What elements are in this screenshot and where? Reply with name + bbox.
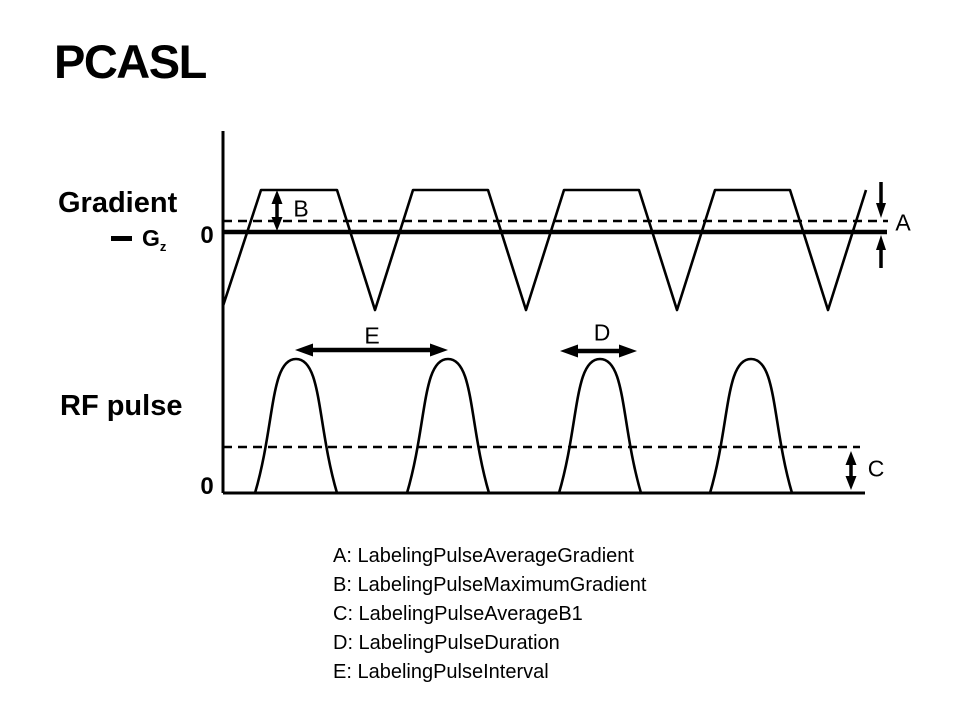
legend-item-d: D: LabelingPulseDuration — [333, 632, 560, 654]
c-arrow — [845, 451, 857, 490]
legend-item-c: C: LabelingPulseAverageB1 — [333, 603, 583, 625]
legend-item-b: B: LabelingPulseMaximumGradient — [333, 574, 647, 596]
page-title: PCASL — [54, 35, 207, 88]
b-arrow — [271, 190, 283, 231]
mark-a-label: A — [895, 209, 911, 236]
gz-label: G — [142, 224, 160, 251]
mark-b-label: B — [293, 195, 309, 222]
e-arrow — [295, 343, 448, 357]
gz-subscript: z — [159, 239, 167, 254]
rf-pulse-1 — [253, 357, 339, 494]
annotation-arrows — [271, 182, 886, 490]
rf-zero-tick-label: 0 — [200, 473, 214, 500]
legend-item-e: E: LabelingPulseInterval — [333, 661, 549, 683]
rf-pulses — [253, 357, 794, 494]
gradient-panel-lines — [221, 188, 888, 312]
mark-d-label: D — [593, 319, 611, 346]
rf-panel-label: RF pulse — [60, 390, 183, 422]
gradient-waveform — [221, 188, 868, 312]
rf-pulse-4 — [708, 357, 794, 494]
gz-line-symbol-icon — [111, 235, 132, 241]
gradient-panel-label: Gradient — [58, 187, 178, 219]
rf-pulse-3 — [557, 357, 643, 494]
d-arrow — [560, 344, 637, 358]
a-arrow-down — [876, 182, 886, 218]
gradient-trace-legend: G z — [111, 224, 167, 254]
parameter-legend: A: LabelingPulseAverageGradient B: Label… — [333, 542, 647, 687]
a-arrow-up — [876, 235, 886, 268]
gradient-zero-tick-label: 0 — [200, 222, 214, 249]
rf-panel-lines — [223, 357, 865, 495]
rf-pulse-2 — [405, 357, 491, 494]
mark-e-label: E — [364, 322, 380, 349]
legend-item-a: A: LabelingPulseAverageGradient — [333, 545, 634, 567]
mark-c-label: C — [867, 455, 885, 482]
